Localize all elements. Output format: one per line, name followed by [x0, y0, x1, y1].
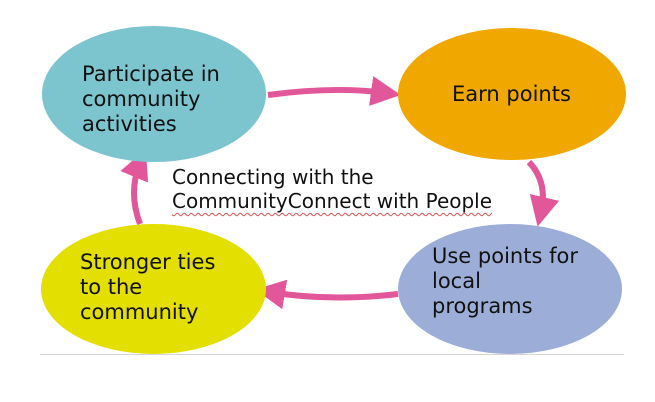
- center-caption-line-1: Connecting with the: [172, 165, 374, 189]
- node-use-points-label: Use points for local programs: [432, 244, 578, 318]
- node-participate-label: Participate in community activities: [82, 62, 220, 136]
- bottom-divider: [40, 354, 624, 355]
- center-caption: Connecting with the CommunityConnect wit…: [172, 165, 492, 213]
- node-participate: [42, 26, 266, 162]
- node-earn-points: [398, 28, 626, 160]
- arrow-participate-to-earn: [267, 76, 401, 106]
- arrow-use-to-ties: [255, 279, 399, 310]
- node-use-points: [398, 224, 622, 354]
- node-earn-points-label: Earn points: [452, 82, 571, 106]
- center-caption-line-2: CommunityConnect with People: [172, 189, 493, 213]
- arrow-earn-to-use: [526, 159, 560, 227]
- arrow-ties-to-participate: [120, 149, 149, 226]
- node-stronger-ties: [41, 224, 266, 354]
- node-stronger-ties-label: Stronger ties to the community: [80, 250, 216, 324]
